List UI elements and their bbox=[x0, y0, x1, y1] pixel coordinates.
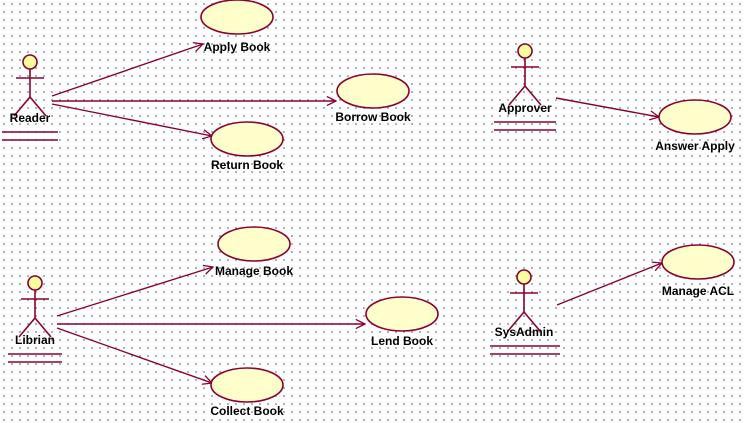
actor-leg-left-sysadmin bbox=[507, 311, 525, 332]
usecase-ellipse-return-book[interactable] bbox=[210, 121, 284, 157]
association-librian-manage-book[interactable] bbox=[56, 267, 213, 317]
association-approver-answer-apply[interactable] bbox=[555, 97, 659, 117]
usecase-label-manage-acl: Manage ACL bbox=[661, 284, 735, 298]
actor-head-librian bbox=[27, 275, 43, 291]
actor-label-librian: Librian bbox=[14, 333, 56, 347]
usecase-ellipse-apply-book[interactable] bbox=[200, 0, 274, 35]
association-sysadmin-manage-acl[interactable] bbox=[556, 263, 662, 306]
associations-group bbox=[51, 44, 662, 383]
association-reader-return-book[interactable] bbox=[51, 103, 212, 136]
actor-head-sysadmin bbox=[516, 269, 532, 285]
usecase-label-answer-apply: Answer Apply bbox=[655, 139, 735, 153]
usecase-ellipse-lend-book[interactable] bbox=[365, 296, 439, 332]
actor-head-reader bbox=[22, 54, 38, 70]
actor-label-reader: Reader bbox=[9, 111, 51, 125]
usecase-label-lend-book: Lend Book bbox=[371, 334, 433, 348]
usecase-label-borrow-book: Borrow Book bbox=[335, 110, 411, 124]
usecase-ellipse-manage-book[interactable] bbox=[217, 226, 291, 262]
usecase-label-manage-book: Manage Book bbox=[214, 264, 294, 278]
association-librian-collect-book[interactable] bbox=[56, 327, 212, 383]
actor-leg-right-sysadmin bbox=[523, 311, 541, 332]
usecase-ellipse-answer-apply[interactable] bbox=[658, 99, 732, 135]
actor-leg-right-reader bbox=[29, 96, 47, 117]
actors-group bbox=[2, 43, 560, 363]
usecase-label-collect-book: Collect Book bbox=[210, 404, 284, 418]
actor-sysadmin[interactable] bbox=[490, 269, 560, 355]
actor-label-approver: Approver bbox=[498, 101, 552, 115]
actor-leg-left-approver bbox=[508, 85, 526, 106]
actor-leg-left-librian bbox=[18, 317, 36, 338]
actor-head-approver bbox=[517, 43, 533, 59]
actor-reader[interactable] bbox=[2, 54, 58, 141]
actor-leg-right-approver bbox=[524, 85, 542, 106]
usecase-ellipse-manage-acl[interactable] bbox=[661, 244, 735, 280]
actor-leg-left-reader bbox=[13, 96, 31, 117]
usecase-ellipse-collect-book[interactable] bbox=[210, 367, 284, 403]
association-reader-apply-book[interactable] bbox=[51, 44, 203, 97]
actor-label-sysadmin: SysAdmin bbox=[494, 325, 554, 339]
actor-librian[interactable] bbox=[8, 275, 62, 363]
actor-approver[interactable] bbox=[494, 43, 556, 131]
usecase-label-apply-book: Apply Book bbox=[203, 40, 271, 54]
usecase-label-return-book: Return Book bbox=[211, 158, 283, 172]
actor-leg-right-librian bbox=[34, 317, 52, 338]
usecases-group bbox=[200, 0, 735, 403]
usecase-ellipse-borrow-book[interactable] bbox=[336, 73, 410, 109]
